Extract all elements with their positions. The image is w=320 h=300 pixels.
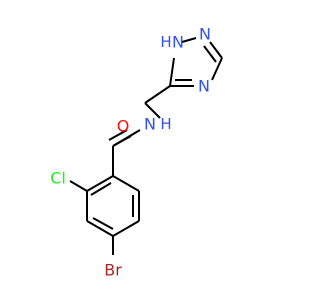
amide-nitrogen-label: N: [144, 115, 156, 134]
bond-nh-ch2: [144, 102, 161, 119]
bromine-label: Br: [104, 261, 122, 280]
bond-ring-4-5: [112, 220, 140, 237]
triazole-hydrogen-label: H: [160, 33, 171, 51]
bond-n1-n2: [181, 37, 197, 43]
bond-ring-3-4-inner: [92, 217, 114, 230]
bond-c-cl: [69, 180, 88, 192]
triazole-n2-label: N: [199, 25, 211, 44]
bond-n2-c3-b: [203, 45, 217, 63]
triazole-n4-label: N: [198, 77, 210, 96]
bond-carbonyl-2: [108, 129, 128, 141]
atom-labels: O N H N H N N Cl Br: [50, 25, 211, 280]
bond-c-nh: [112, 129, 141, 147]
amide-hydrogen-label: H: [160, 115, 171, 133]
bond-c3-n4: [211, 57, 223, 81]
bond-n2-c3-a: [209, 41, 223, 59]
structure-drawing: O N H N H N N Cl Br: [50, 25, 223, 280]
bond-ring-6-1: [112, 175, 140, 192]
bond-ch2-c5: [144, 85, 171, 104]
bond-ring-3-4: [86, 220, 114, 237]
bond-ring-1-2: [86, 175, 114, 192]
oxygen-label: O: [117, 117, 130, 136]
bond-ring-1-2-inner: [90, 182, 112, 196]
triazole-n1-label: N: [172, 33, 184, 52]
bond-c5-n1: [169, 57, 175, 87]
chlorine-label: Cl: [50, 169, 66, 188]
bonds: [69, 37, 223, 255]
molecule-canvas: O N H N H N N Cl Br: [50, 25, 223, 280]
